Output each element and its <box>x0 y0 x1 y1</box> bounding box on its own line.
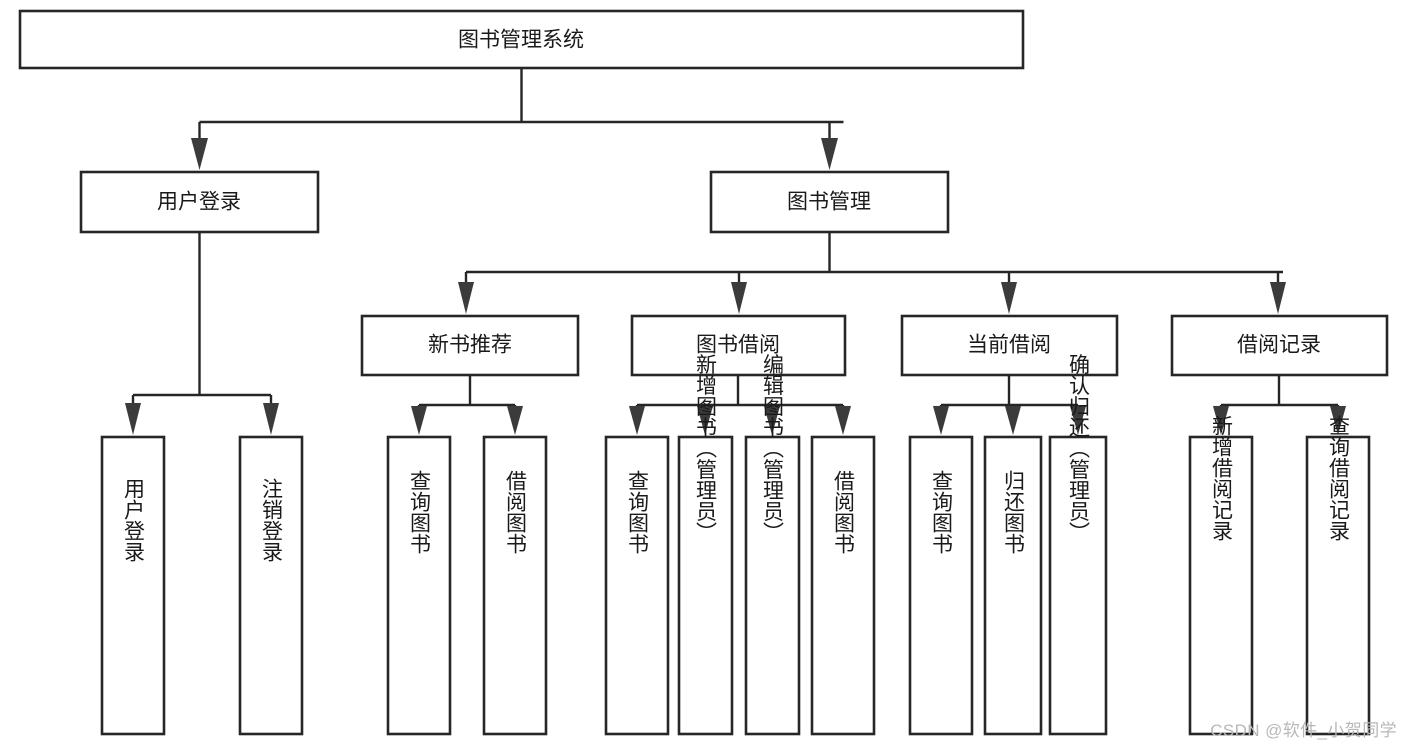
node-leaf-return-book[interactable]: 归还图书 <box>983 435 1043 736</box>
node-leaf-edit-book-admin[interactable]: 编辑图书（管理员） <box>744 354 801 736</box>
node-leaf-confirm-return-admin[interactable]: 确认归还（管理员） <box>1048 354 1108 736</box>
node-root-box[interactable] <box>18 9 1025 70</box>
node-leaf-label: 新增图书（管理员） <box>694 354 718 543</box>
node-leaf-box[interactable] <box>238 435 304 736</box>
node-leaf-label: 查询图书 <box>408 470 432 554</box>
arrow-head-icon <box>411 406 427 435</box>
arrow-head-icon <box>835 406 851 435</box>
node-user-login-box[interactable] <box>79 170 320 234</box>
csdn-watermark: CSDN @软件_小贺同学 <box>1210 721 1397 740</box>
node-leaf-label: 借阅图书 <box>832 470 856 554</box>
arrow-head-icon <box>697 406 713 435</box>
node-root-label: 图书管理系统 <box>458 29 584 52</box>
arrow-head-icon <box>458 282 474 314</box>
node-leaf-label: 新增借阅记录 <box>1210 415 1234 541</box>
node-leaf-logout[interactable]: 注销登录 <box>238 435 304 736</box>
node-leaf-query-book-3[interactable]: 查询图书 <box>908 435 974 736</box>
node-leaf-box[interactable] <box>983 435 1043 736</box>
arrow-head-icon <box>1213 406 1229 435</box>
node-new-book-recommend-label: 新书推荐 <box>428 334 512 357</box>
arrow-head-icon <box>125 403 141 435</box>
node-leaf-box[interactable] <box>744 435 801 736</box>
node-leaf-box[interactable] <box>677 435 734 736</box>
node-leaf-box[interactable] <box>100 435 166 736</box>
node-book-borrow-box[interactable] <box>630 314 847 377</box>
node-current-borrow[interactable]: 当前借阅 <box>900 314 1119 377</box>
node-leaf-user-login[interactable]: 用户登录 <box>100 435 166 736</box>
arrow-head-icon <box>629 406 645 435</box>
node-book-management-label: 图书管理 <box>787 191 871 214</box>
node-leaf-box[interactable] <box>1305 435 1371 736</box>
node-user-login-label: 用户登录 <box>157 191 241 214</box>
node-leaf-add-book-admin[interactable]: 新增图书（管理员） <box>677 354 734 736</box>
node-leaf-borrow-book-1[interactable]: 借阅图书 <box>482 435 548 736</box>
node-current-borrow-label: 当前借阅 <box>967 334 1051 357</box>
node-leaf-box[interactable] <box>386 435 452 736</box>
node-leaf-box[interactable] <box>1188 435 1254 736</box>
node-new-book-recommend[interactable]: 新书推荐 <box>360 314 580 377</box>
node-borrow-record[interactable]: 借阅记录 <box>1170 314 1389 377</box>
arrow-head-icon <box>263 403 279 435</box>
node-leaf-box[interactable] <box>1048 435 1108 736</box>
node-leaf-label: 确认归还（管理员） <box>1067 354 1091 543</box>
connector-layer <box>125 68 1346 435</box>
node-borrow-record-label: 借阅记录 <box>1237 334 1321 357</box>
node-leaf-box[interactable] <box>810 435 876 736</box>
arrow-head-icon <box>764 406 780 435</box>
node-current-borrow-box[interactable] <box>900 314 1119 377</box>
node-leaf-query-book-1[interactable]: 查询图书 <box>386 435 452 736</box>
node-leaf-borrow-book-2[interactable]: 借阅图书 <box>810 435 876 736</box>
node-leaf-label: 用户登录 <box>122 478 146 562</box>
arrow-head-icon <box>1001 282 1017 314</box>
node-book-management[interactable]: 图书管理 <box>709 170 950 234</box>
node-leaf-label: 查询图书 <box>930 470 954 554</box>
node-leaf-label: 查询借阅记录 <box>1327 415 1351 541</box>
arrow-head-icon <box>507 406 523 435</box>
node-user-login[interactable]: 用户登录 <box>79 170 320 234</box>
node-leaf-box[interactable] <box>482 435 548 736</box>
node-book-borrow[interactable]: 图书借阅 <box>630 314 847 377</box>
node-leaf-box[interactable] <box>908 435 974 736</box>
node-leaf-label: 注销登录 <box>260 478 284 562</box>
arrow-head-icon <box>821 138 838 170</box>
node-book-borrow-label: 图书借阅 <box>696 334 780 357</box>
node-leaf-label: 查询图书 <box>626 470 650 554</box>
arrow-head-icon <box>731 282 747 314</box>
node-leaf-label: 归还图书 <box>1002 470 1026 554</box>
node-leaf-query-book-2[interactable]: 查询图书 <box>604 435 670 736</box>
arrow-head-icon <box>1005 406 1021 435</box>
node-leaf-query-borrow-record[interactable]: 查询借阅记录 <box>1305 415 1371 736</box>
arrow-head-icon <box>1070 406 1086 435</box>
node-leaf-box[interactable] <box>604 435 670 736</box>
node-leaf-add-borrow-record[interactable]: 新增借阅记录 <box>1188 415 1254 736</box>
node-root[interactable]: 图书管理系统 <box>18 9 1025 70</box>
node-borrow-record-box[interactable] <box>1170 314 1389 377</box>
node-leaf-label: 借阅图书 <box>504 470 528 554</box>
node-new-book-recommend-box[interactable] <box>360 314 580 377</box>
node-book-management-box[interactable] <box>709 170 950 234</box>
node-leaf-label: 编辑图书（管理员） <box>761 354 785 543</box>
arrow-head-icon <box>1330 406 1346 435</box>
arrow-head-icon <box>933 406 949 435</box>
arrow-head-icon <box>1270 282 1286 314</box>
arrow-head-icon <box>191 138 208 170</box>
